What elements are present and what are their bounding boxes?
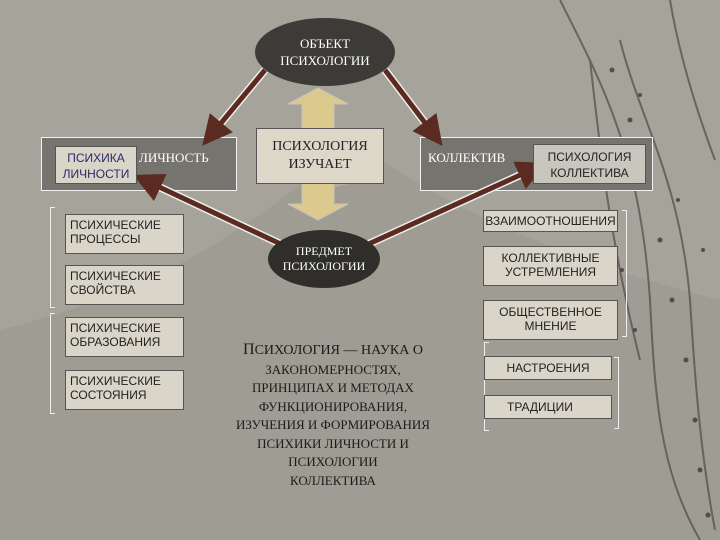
left-item-3-line1: ПСИХИЧЕСКИЕ: [70, 321, 161, 335]
arrow-subject-to-personality: [133, 173, 289, 251]
definition-lead: ПСИХОЛОГИЯ — НАУКА О: [208, 341, 458, 361]
definition-text: ПСИХОЛОГИЯ — НАУКА О ЗАКОНОМЕРНОСТЯХ, ПР…: [208, 341, 458, 490]
right-item-4-line1: НАСТРОЕНИЯ: [506, 361, 590, 375]
left-item-mental-states: ПСИХИЧЕСКИЕ СОСТОЯНИЯ: [65, 370, 184, 410]
personality-psyche-box: ПСИХИКА ЛИЧНОСТИ: [55, 146, 137, 184]
object-of-psychology-ellipse: ОБЪЕКТ ПСИХОЛОГИИ: [255, 18, 395, 86]
psychology-studies-line2: ИЗУЧАЕТ: [288, 157, 352, 172]
left-item-1-line1: ПСИХИЧЕСКИЕ: [70, 218, 161, 232]
left-item-4-line1: ПСИХИЧЕСКИЕ: [70, 374, 161, 388]
object-label-line2: ПСИХОЛОГИИ: [280, 53, 370, 68]
right-item-2-line1: КОЛЛЕКТИВНЫЕ: [501, 251, 600, 265]
left-item-mental-processes: ПСИХИЧЕСКИЕ ПРОЦЕССЫ: [65, 214, 184, 254]
definition-lead-initial: П: [243, 341, 255, 358]
subject-of-psychology-ellipse: ПРЕДМЕТ ПСИХОЛОГИИ: [268, 230, 380, 288]
left-item-mental-formations: ПСИХИЧЕСКИЕ ОБРАЗОВАНИЯ: [65, 317, 184, 357]
right-bracket-upper: [622, 210, 627, 337]
definition-dash: — НАУКА О: [340, 343, 423, 358]
collective-psychology-line2: КОЛЛЕКТИВА: [550, 166, 629, 180]
personality-psyche-line1: ПСИХИКА: [67, 151, 125, 165]
right-item-1-line1: ВЗАИМООТНОШЕНИЯ: [485, 214, 616, 228]
right-item-relationships: ВЗАИМООТНОШЕНИЯ: [483, 210, 618, 232]
right-item-3-line2: МНЕНИЕ: [524, 319, 577, 333]
right-item-3-line1: ОБЩЕСТВЕННОЕ: [499, 305, 602, 319]
right-band-label: КОЛЛЕКТИВ: [428, 150, 506, 165]
psychology-studies-box: ПСИХОЛОГИЯ ИЗУЧАЕТ: [256, 128, 384, 184]
left-item-2-line2: СВОЙСТВА: [70, 283, 136, 297]
left-item-4-line2: СОСТОЯНИЯ: [70, 388, 147, 402]
right-item-5-line1: ТРАДИЦИИ: [507, 400, 573, 414]
right-item-moods: НАСТРОЕНИЯ: [484, 356, 612, 380]
arrow-object-to-collective: [381, 67, 443, 146]
right-item-collective-aspirations: КОЛЛЕКТИВНЫЕ УСТРЕМЛЕНИЯ: [483, 246, 618, 286]
definition-line-2: ПРИНЦИПАХ И МЕТОДАХ: [252, 380, 414, 395]
definition-line-1: ЗАКОНОМЕРНОСТЯХ,: [265, 361, 401, 377]
right-item-traditions: ТРАДИЦИИ: [484, 395, 612, 419]
left-bracket-upper: [50, 207, 55, 308]
definition-line-3: ФУНКЦИОНИРОВАНИЯ,: [258, 398, 408, 414]
subject-label-line2: ПСИХОЛОГИИ: [282, 259, 366, 273]
definition-line-5: ПСИХИКИ ЛИЧНОСТИ И: [257, 435, 409, 451]
right-bracket-lower: [614, 357, 619, 429]
left-item-2-line1: ПСИХИЧЕСКИЕ: [70, 269, 161, 283]
object-label-line1: ОБЪЕКТ: [299, 36, 351, 51]
definition-line-6: ПСИХОЛОГИИ: [288, 454, 378, 469]
psychology-studies-line1: ПСИХОЛОГИЯ: [272, 139, 368, 154]
left-bracket-lower: [50, 313, 55, 414]
left-item-1-line2: ПРОЦЕССЫ: [70, 232, 141, 246]
left-item-3-line2: ОБРАЗОВАНИЯ: [70, 335, 161, 349]
left-band-label: ЛИЧНОСТЬ: [139, 150, 209, 165]
collective-psychology-box: ПСИХОЛОГИЯ КОЛЛЕКТИВА: [533, 144, 646, 184]
definition-line-7: КОЛЛЕКТИВА: [290, 472, 376, 488]
subject-label-line1: ПРЕДМЕТ: [295, 244, 353, 258]
collective-psychology-line1: ПСИХОЛОГИЯ: [547, 150, 632, 164]
arrow-object-to-personality: [202, 67, 269, 146]
right-item-public-opinion: ОБЩЕСТВЕННОЕ МНЕНИЕ: [483, 300, 618, 340]
personality-psyche-line2: ЛИЧНОСТИ: [62, 167, 130, 181]
right-bracket-left-edge: [484, 342, 489, 431]
definition-line-4: ИЗУЧЕНИЯ И ФОРМИРОВАНИЯ: [236, 417, 430, 432]
left-item-mental-properties: ПСИХИЧЕСКИЕ СВОЙСТВА: [65, 265, 184, 305]
right-item-2-line2: УСТРЕМЛЕНИЯ: [504, 265, 597, 279]
arrow-subject-to-collective: [360, 161, 547, 251]
definition-lead-rest: СИХОЛОГИЯ: [254, 343, 340, 358]
